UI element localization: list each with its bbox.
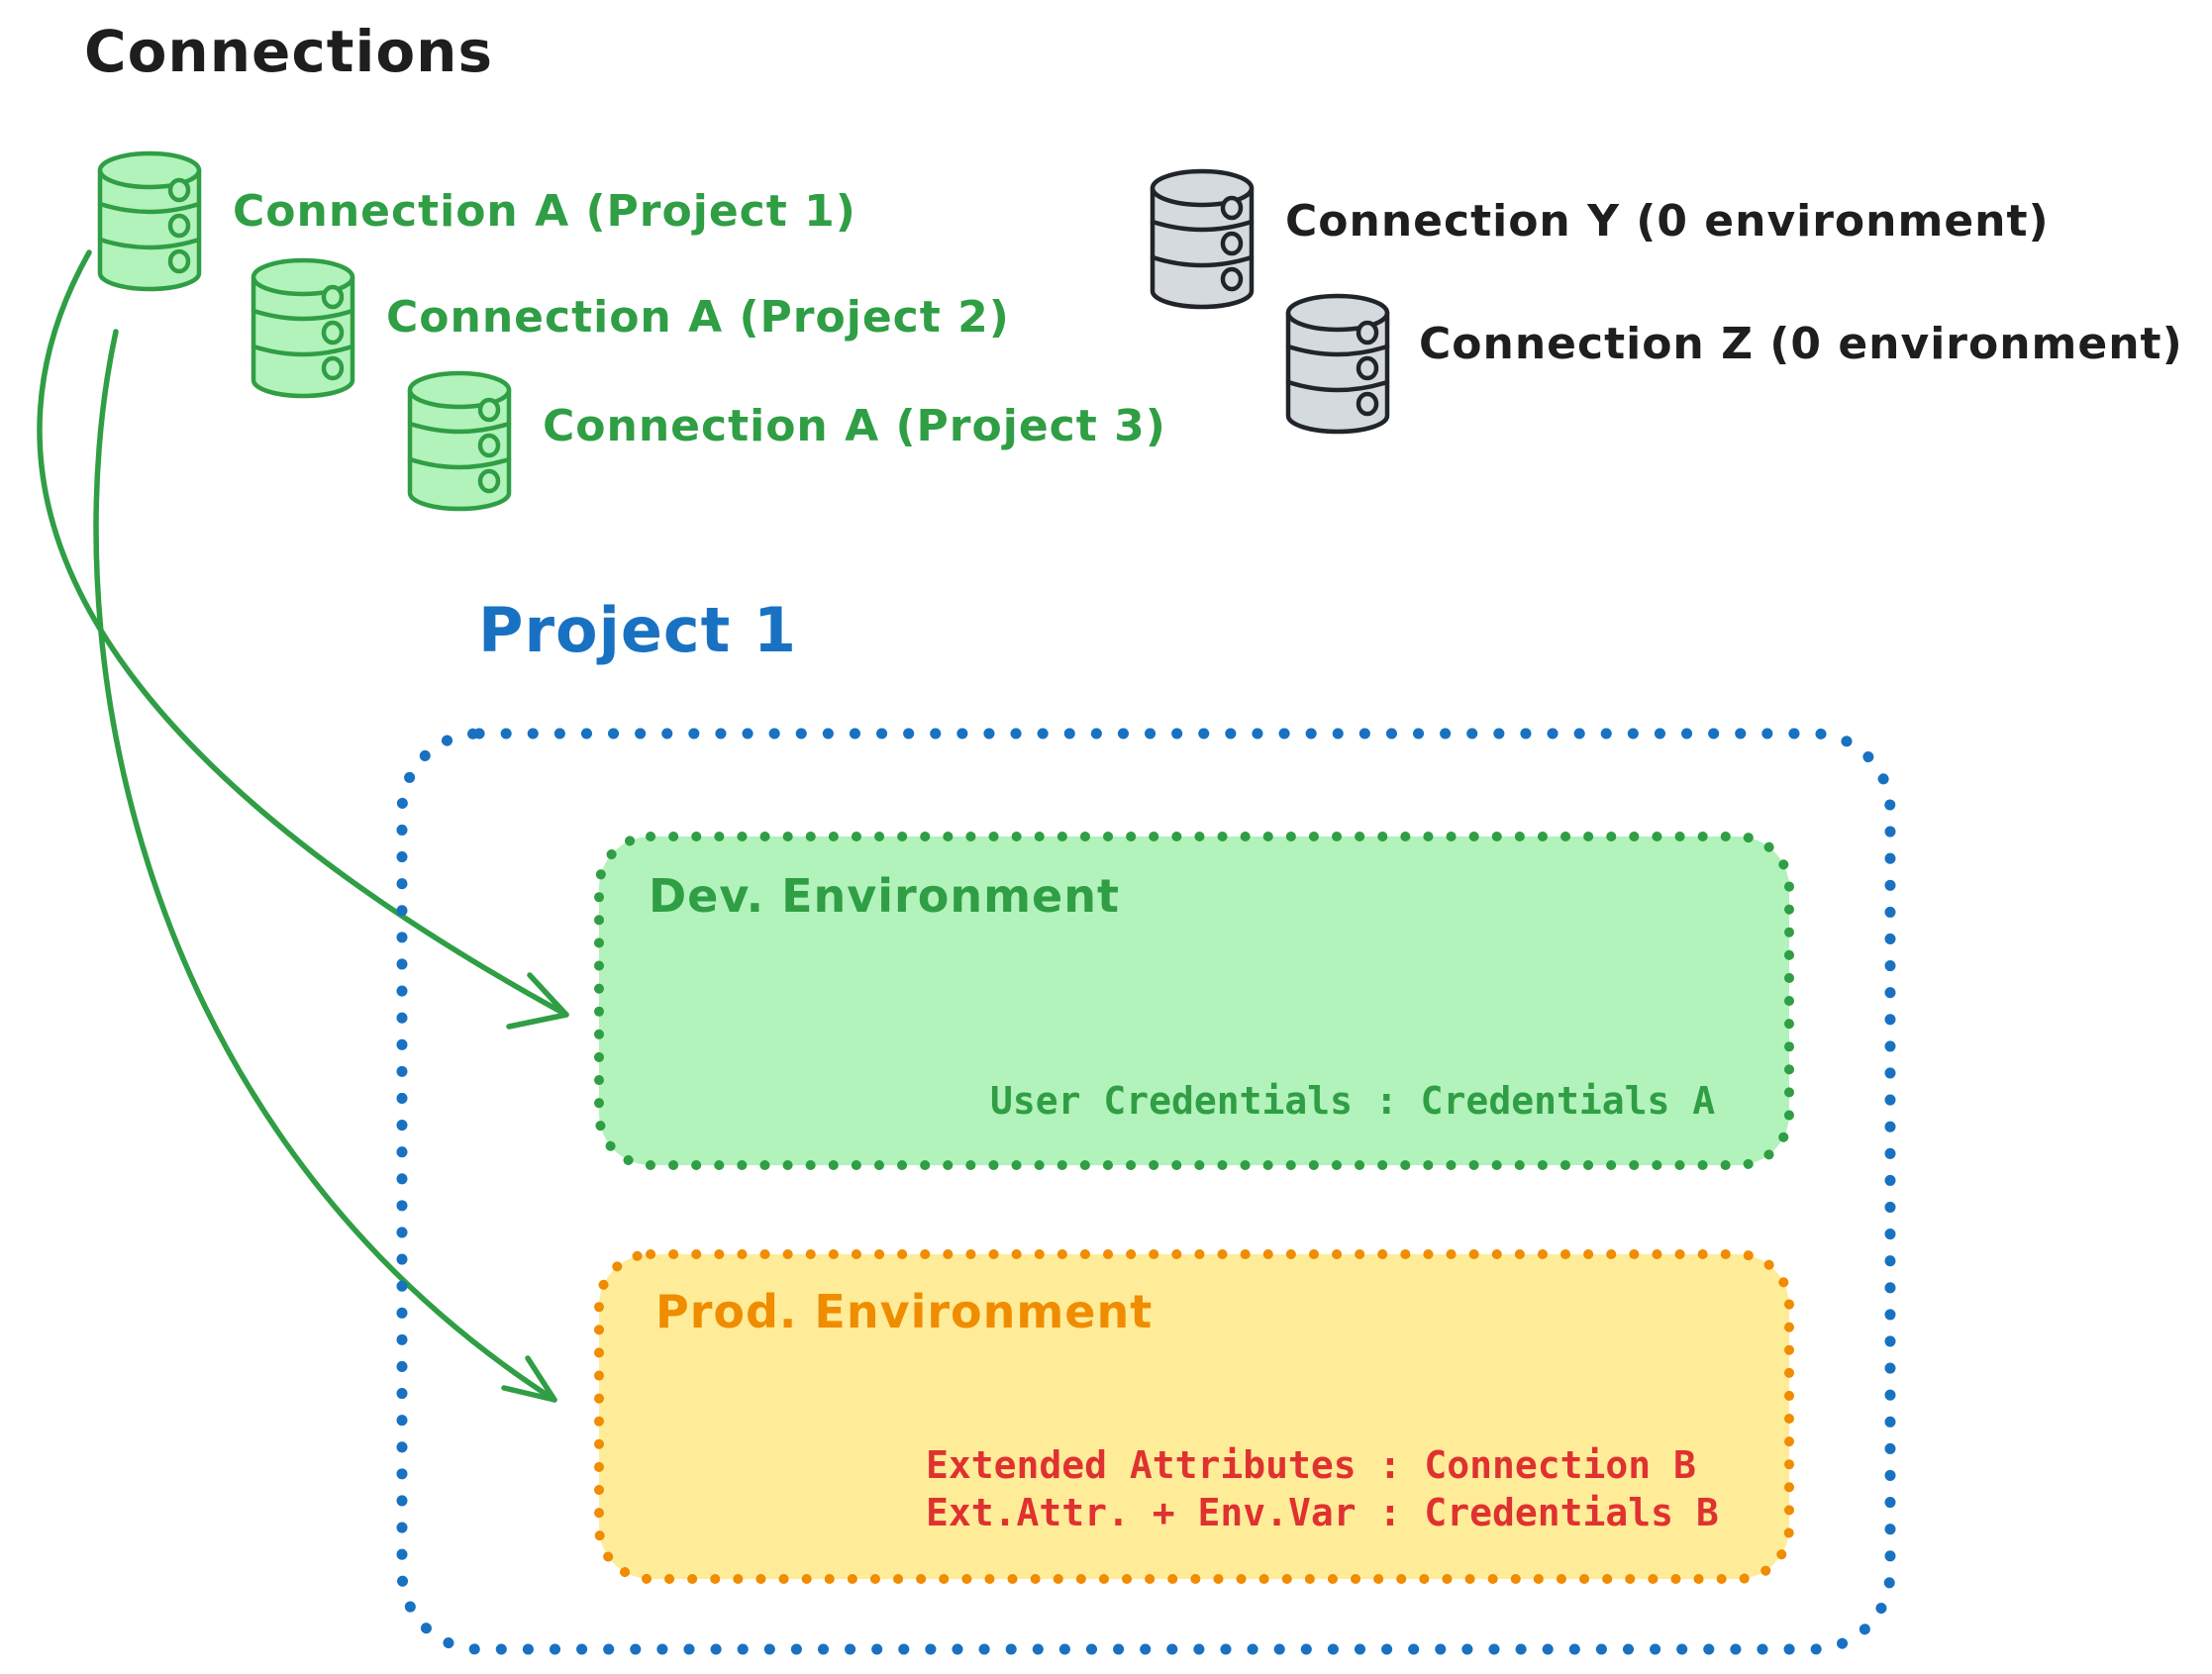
dev-environment-box: Dev. Environment User Credentials : Cred… bbox=[594, 832, 1794, 1170]
connection-z-label: Connection Z (0 environment) bbox=[1419, 319, 2183, 369]
connection-y-label: Connection Y (0 environment) bbox=[1285, 196, 2050, 246]
connection-a-project-3-label: Connection A (Project 3) bbox=[543, 401, 1166, 451]
prod-environment-border bbox=[594, 1249, 1794, 1584]
dev-environment-border bbox=[594, 832, 1794, 1170]
connection-a-project-1-label: Connection A (Project 1) bbox=[233, 186, 856, 237]
project-1-dotted-border bbox=[396, 728, 1896, 1655]
database-icon-connection-a-project-2 bbox=[248, 253, 358, 404]
prod-line-ext-attr-env-var: Ext.Attr. + Env.Var : Credentials B bbox=[926, 1491, 1719, 1534]
connections-title: Connections bbox=[84, 18, 493, 85]
prod-environment-title: Prod. Environment bbox=[655, 1285, 1154, 1338]
connection-a-project-2-label: Connection A (Project 2) bbox=[386, 292, 1010, 343]
dev-environment-title: Dev. Environment bbox=[649, 869, 1120, 923]
prod-credentials-text: Extended Attributes : Connection B Ext.A… bbox=[926, 1441, 1719, 1536]
prod-environment-box: Prod. Environment Extended Attributes : … bbox=[594, 1249, 1794, 1584]
project-1-title: Project 1 bbox=[478, 594, 798, 666]
database-icon-connection-y bbox=[1147, 164, 1257, 315]
prod-line-extended-attributes: Extended Attributes : Connection B bbox=[926, 1443, 1696, 1487]
database-icon-connection-z bbox=[1282, 289, 1393, 440]
dev-credentials-text: User Credentials : Credentials A bbox=[990, 1079, 1716, 1123]
project-1-container bbox=[396, 728, 1896, 1655]
database-icon-connection-a-project-3 bbox=[404, 366, 515, 517]
database-icon-connection-a-project-1 bbox=[94, 147, 205, 297]
